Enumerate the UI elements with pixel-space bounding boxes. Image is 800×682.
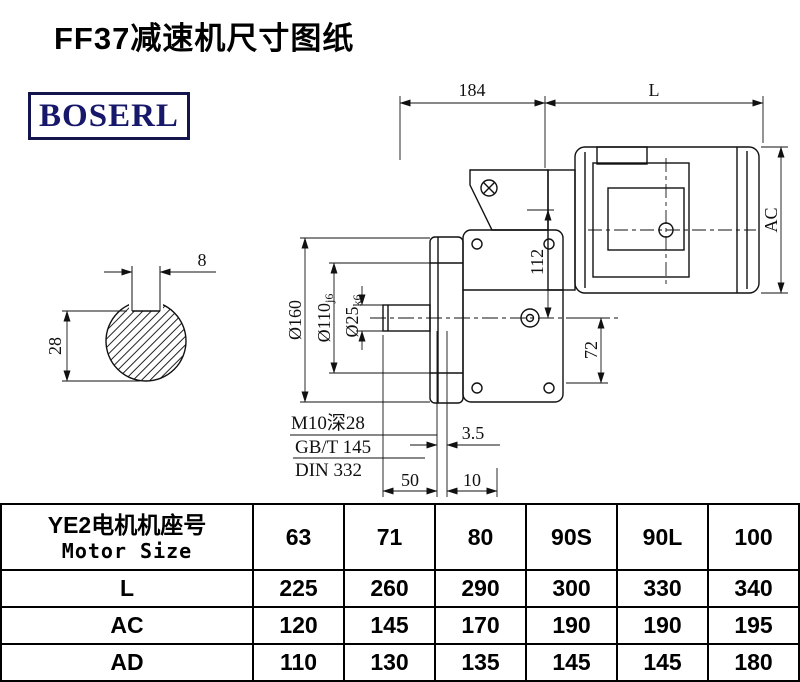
dim-112 [527, 209, 554, 319]
shaft-section-circle [105, 300, 187, 382]
shaft-cross-section [62, 266, 216, 382]
table-cell: 190 [525, 606, 618, 645]
dim-label-112: 112 [527, 249, 547, 275]
dim-label-key-height: 28 [45, 337, 65, 355]
table-cell: 120 [252, 606, 345, 645]
dim-label-50: 50 [401, 470, 419, 490]
motor-dimension-table: YE2电机机座号 Motor Size 63 71 80 90S 90L 100… [0, 503, 800, 682]
table-cell: 340 [707, 569, 800, 608]
dim-72 [566, 317, 608, 384]
leader-notes [290, 331, 498, 497]
motor-outline [574, 146, 760, 294]
output-flange [429, 236, 464, 404]
input-bell-housing [469, 169, 549, 231]
row-label-AD: AD [0, 643, 254, 682]
motor-size-label-cn: YE2电机机座号 [47, 511, 207, 538]
dim-label-dia110: Ø110j6 [314, 294, 336, 343]
table-cell-size-90S: 90S [525, 503, 618, 571]
motor-size-header-cell: YE2电机机座号 Motor Size [0, 503, 254, 571]
note-std-gbt: GB/T 145 [295, 437, 371, 458]
dim-label-AC: AC [761, 207, 781, 232]
table-row-AC: AC 120 145 170 190 190 195 [0, 606, 800, 645]
table-cell: 300 [525, 569, 618, 608]
table-cell: 135 [434, 643, 527, 682]
dim-label-L: L [649, 80, 660, 100]
note-tap-hole: M10深28 [291, 412, 365, 434]
table-cell-size-90L: 90L [616, 503, 709, 571]
table-cell-size-100: 100 [707, 503, 800, 571]
table-cell: 180 [707, 643, 800, 682]
table-row-AD: AD 110 130 135 145 145 180 [0, 643, 800, 682]
table-cell: 110 [252, 643, 345, 682]
table-cell: 195 [707, 606, 800, 645]
dim-top [399, 96, 764, 168]
table-cell: 290 [434, 569, 527, 608]
motor-size-label-en: Motor Size [61, 539, 193, 564]
page-title: FF37减速机尺寸图纸 [54, 21, 355, 56]
table-cell: 170 [434, 606, 527, 645]
table-cell: 260 [343, 569, 436, 608]
row-label-AC: AC [0, 606, 254, 645]
eyebolt-icon [480, 179, 498, 197]
table-cell: 130 [343, 643, 436, 682]
table-cell: 330 [616, 569, 709, 608]
table-header-row: YE2电机机座号 Motor Size 63 71 80 90S 90L 100 [0, 503, 800, 571]
dim-label-dia25: Ø25k6 [342, 295, 364, 338]
table-cell: 190 [616, 606, 709, 645]
dim-label-184: 184 [459, 80, 486, 100]
dim-label-72: 72 [581, 341, 601, 359]
dim-label-3-5: 3.5 [462, 423, 485, 443]
note-std-din: DIN 332 [295, 460, 362, 481]
brand-logo: BOSERL [28, 92, 190, 140]
table-cell-size-80: 80 [434, 503, 527, 571]
dim-dia160 [300, 237, 430, 403]
dim-ac [761, 146, 788, 294]
table-cell-size-71: 71 [343, 503, 436, 571]
table-cell: 145 [343, 606, 436, 645]
dim-label-key-width: 8 [198, 250, 207, 270]
keyway-cutout [129, 295, 163, 311]
brand-logo-text: BOSERL [39, 97, 179, 134]
dim-label-dia160: Ø160 [285, 300, 305, 340]
table-cell: 225 [252, 569, 345, 608]
dim-label-10: 10 [463, 470, 481, 490]
row-label-L: L [0, 569, 254, 608]
dim-dia110 [329, 262, 430, 374]
technical-drawing: 184 L AC 112 72 Ø160 Ø110j6 Ø25k6 8 28 M… [45, 80, 788, 497]
table-cell: 145 [616, 643, 709, 682]
dim-dia25 [356, 286, 383, 350]
table-cell: 145 [525, 643, 618, 682]
table-cell-size-63: 63 [252, 503, 345, 571]
table-row-L: L 225 260 290 300 330 340 [0, 569, 800, 608]
